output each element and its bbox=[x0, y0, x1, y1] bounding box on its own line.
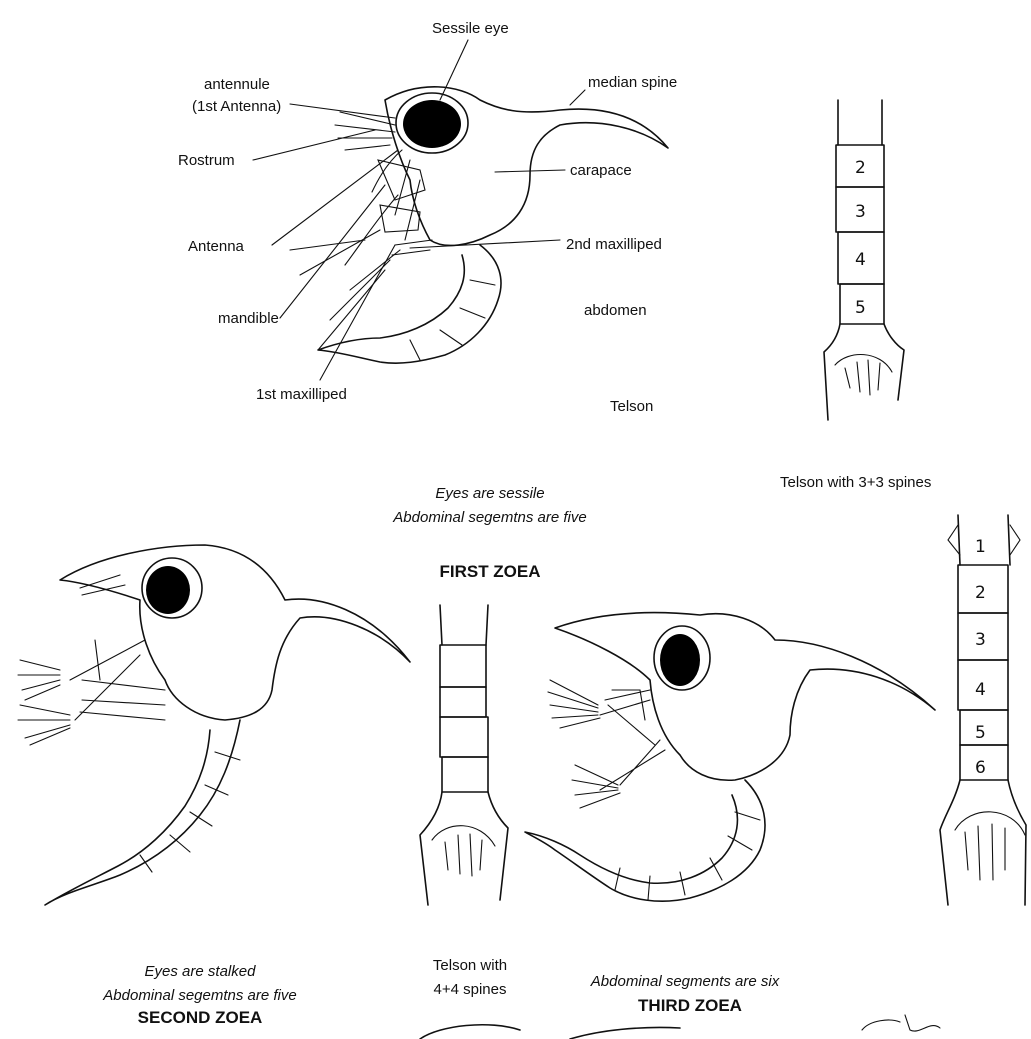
second-zoea-segments bbox=[420, 605, 508, 905]
third-segment-number: 1 bbox=[975, 537, 986, 557]
third-zoea-eye-pupil bbox=[660, 634, 700, 686]
third-zoea-carapace bbox=[555, 613, 935, 781]
first-zoea-drawing bbox=[290, 87, 668, 363]
first-segment-number: 5 bbox=[855, 298, 866, 318]
label-antenna: Antenna bbox=[188, 238, 244, 256]
first-segment-number: 3 bbox=[855, 202, 866, 222]
label-abdomen: abdomen bbox=[584, 302, 647, 320]
second-zoea-caption-segments: Abdominal segemtns are five bbox=[65, 986, 335, 1006]
third-segment-number: 6 bbox=[975, 758, 986, 778]
label-carapace: carapace bbox=[570, 162, 632, 180]
second-zoea-telson-line1: Telson with bbox=[405, 956, 535, 976]
second-zoea-title: SECOND ZOEA bbox=[100, 1008, 300, 1028]
third-zoea-title: THIRD ZOEA bbox=[590, 996, 790, 1016]
label-antennule-sub: (1st Antenna) bbox=[192, 98, 281, 116]
label-mandible: mandible bbox=[218, 310, 279, 328]
third-zoea-abdomen bbox=[525, 780, 765, 901]
third-segment-number: 4 bbox=[975, 680, 986, 700]
label-telson: Telson bbox=[610, 398, 653, 416]
first-zoea-eye-pupil bbox=[403, 100, 461, 148]
second-zoea-abdomen bbox=[45, 720, 240, 905]
second-zoea-drawing bbox=[18, 545, 410, 905]
first-zoea-caption-segments: Abdominal segemtns are five bbox=[355, 508, 625, 528]
label-sessile-eye: Sessile eye bbox=[432, 20, 509, 38]
first-segment-number: 2 bbox=[855, 158, 866, 178]
label-first-maxilliped: 1st maxilliped bbox=[256, 386, 347, 404]
bottom-partial-drawings bbox=[420, 1015, 940, 1039]
label-rostrum: Rostrum bbox=[178, 152, 235, 170]
third-zoea-caption-segments: Abdominal segments are six bbox=[550, 972, 820, 992]
second-zoea-eye-pupil bbox=[146, 566, 190, 614]
second-zoea-carapace bbox=[60, 545, 410, 720]
first-segment-number: 4 bbox=[855, 250, 866, 270]
label-second-maxilliped: 2nd maxilliped bbox=[566, 236, 662, 254]
third-zoea-drawing bbox=[525, 613, 935, 902]
third-zoea-telson-drawing bbox=[940, 780, 1026, 905]
label-median-spine: median spine bbox=[588, 74, 677, 92]
first-zoea-title: FIRST ZOEA bbox=[390, 562, 590, 582]
label-antennule: antennule bbox=[204, 76, 270, 94]
third-zoea-telson-note: Telson with 3+3 spines bbox=[780, 474, 931, 492]
first-zoea-caption-eyes: Eyes are sessile bbox=[380, 484, 600, 504]
third-segment-number: 3 bbox=[975, 630, 986, 650]
first-zoea-segments: 2 3 4 5 bbox=[824, 100, 904, 420]
third-segment-number: 5 bbox=[975, 723, 986, 743]
second-zoea-caption-eyes: Eyes are stalked bbox=[90, 962, 310, 982]
third-zoea-segments: 1 2 3 4 5 6 bbox=[940, 515, 1026, 905]
third-segment-number: 2 bbox=[975, 583, 986, 603]
first-zoea-leader-lines bbox=[253, 40, 585, 380]
second-zoea-telson-line2: 4+4 spines bbox=[405, 980, 535, 1000]
